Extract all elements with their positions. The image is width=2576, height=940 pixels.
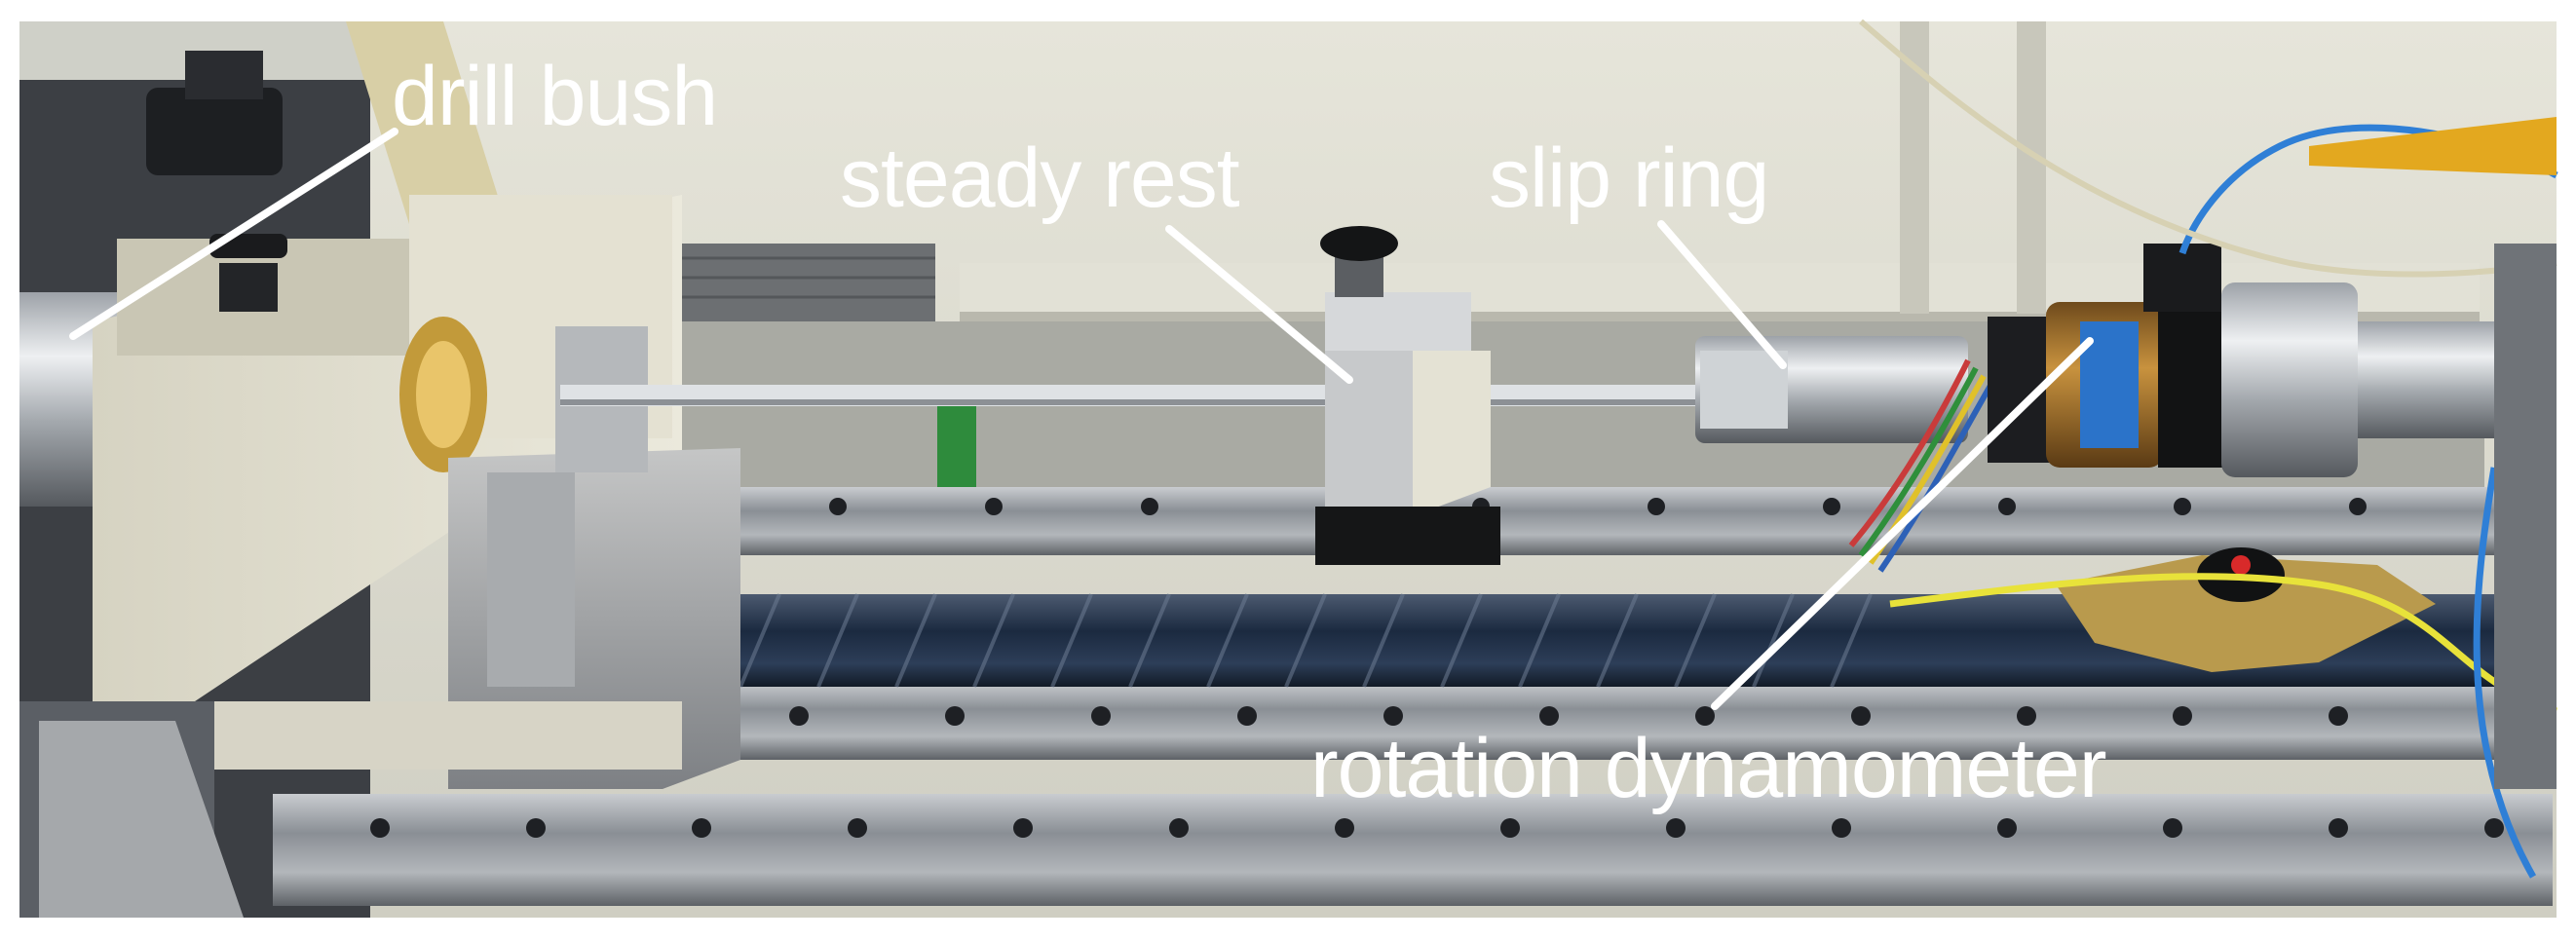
leader-line-drill-bush <box>69 128 398 340</box>
label-steady-rest: steady rest <box>840 132 1240 225</box>
leader-lines <box>69 128 2094 710</box>
label-slip-ring: slip ring <box>1489 132 1769 225</box>
leader-line-slip-ring <box>1657 220 1787 369</box>
photo-content <box>19 19 2558 918</box>
leader-line-rotation-dynamometer <box>1711 337 2094 710</box>
leader-line-steady-rest <box>1165 225 1353 384</box>
label-drill-bush: drill bush <box>392 50 718 143</box>
label-rotation-dynamometer: rotation dynamometer <box>1310 722 2107 815</box>
